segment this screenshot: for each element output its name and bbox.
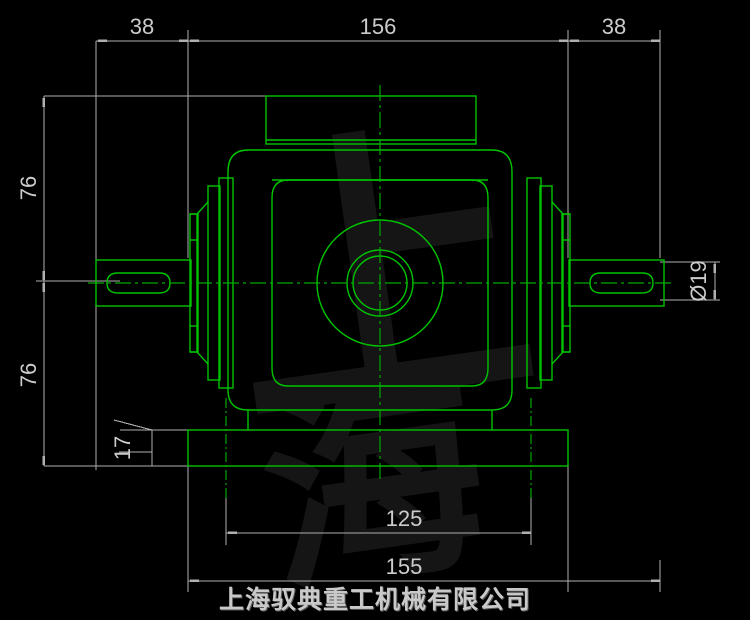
dim-text-bottom-outer: 155	[386, 554, 423, 579]
housing-inner-cover	[271, 179, 489, 387]
tick	[651, 579, 660, 582]
dim-text-base-thickness: 17	[110, 436, 135, 460]
tick	[570, 39, 579, 42]
dim-text-top-right: 38	[602, 14, 626, 39]
base-hole-centremarks-group	[225, 398, 532, 500]
dim-text-top-left: 38	[130, 14, 154, 39]
tick	[228, 531, 237, 534]
dim-text-shaft-diameter: Ø19	[686, 260, 711, 302]
watermark-group: 上 海	[206, 85, 552, 620]
base-thickness-leader-upper	[113, 419, 153, 431]
dimension-ticks-group	[42, 39, 716, 582]
tick	[42, 283, 45, 292]
tick	[42, 456, 45, 465]
tick	[559, 39, 568, 42]
tick	[179, 39, 188, 42]
tick	[42, 98, 45, 107]
watermark-char-shang: 上	[206, 85, 552, 472]
tick	[522, 531, 531, 534]
dim-text-bottom-inner: 125	[386, 506, 423, 531]
dim-text-left-lower: 76	[16, 363, 41, 387]
tick	[42, 271, 45, 280]
company-name-footer: 上海驭典重工机械有限公司	[218, 585, 531, 614]
tick	[713, 264, 716, 273]
centrelines-group	[88, 85, 672, 480]
dimension-text-group: 38 156 38 76 76 17 125 155 Ø19	[16, 14, 711, 579]
left-shaft-keyway	[106, 272, 171, 294]
tick	[190, 579, 199, 582]
base-plate	[187, 429, 569, 467]
tick	[713, 290, 716, 299]
dimension-lines-group	[36, 30, 720, 592]
tick	[651, 39, 660, 42]
tick	[98, 39, 107, 42]
dim-text-left-upper: 76	[16, 176, 41, 200]
tick	[190, 39, 199, 42]
dim-text-top-center: 156	[360, 14, 397, 39]
right-shaft-keyway	[589, 272, 654, 294]
watermark-char-hai: 海	[246, 342, 500, 620]
top-cover-box	[265, 95, 477, 145]
